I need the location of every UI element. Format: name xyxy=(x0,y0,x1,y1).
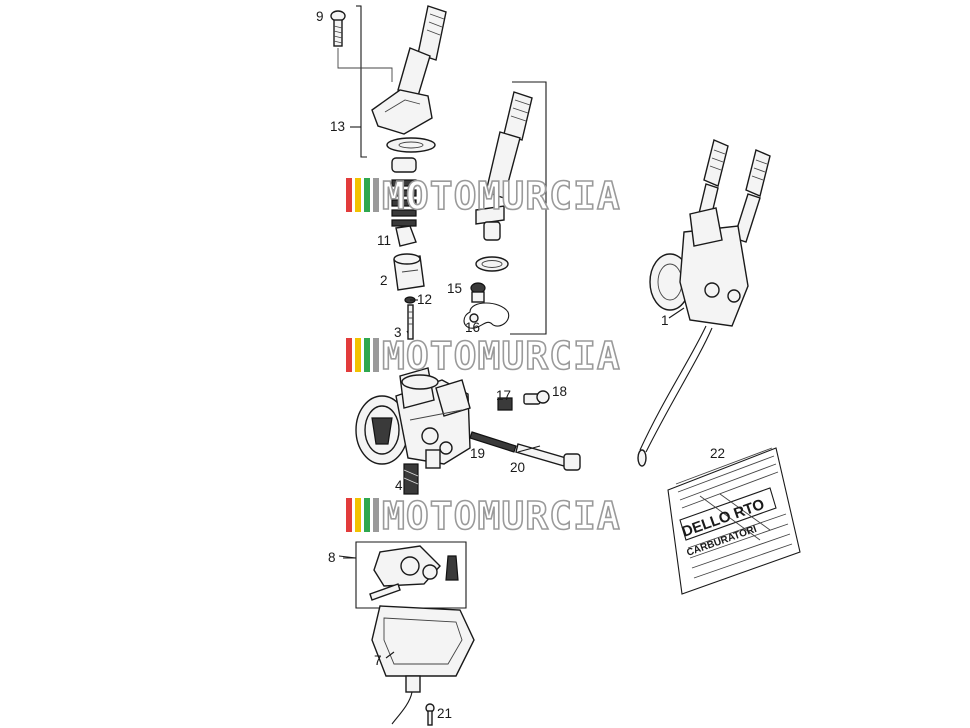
watermark-stripe xyxy=(355,178,361,212)
callout-11: 11 xyxy=(377,233,391,248)
screw-part-9 xyxy=(330,10,393,82)
callout-16: 16 xyxy=(465,320,480,335)
carburetor-body xyxy=(355,367,471,469)
callout-7: 7 xyxy=(374,653,382,668)
choke-cable-part xyxy=(475,91,533,272)
jet-part-4 xyxy=(403,463,419,495)
watermark-stripe xyxy=(373,338,379,372)
callout-17: 17 xyxy=(496,388,511,403)
callout-12: 12 xyxy=(417,292,432,307)
idle-screw-part-20 xyxy=(515,443,581,471)
watermark-stripe xyxy=(346,338,352,372)
callout-3: 3 xyxy=(394,325,402,340)
needle-part-3 xyxy=(407,304,414,340)
callout-9: 9 xyxy=(316,9,324,24)
watermark-stripe xyxy=(364,178,370,212)
watermark-text: MOTOMURCIA xyxy=(382,494,621,538)
cable-cap-part-13 xyxy=(371,5,447,153)
callout-22: 22 xyxy=(710,446,725,461)
screw-part-17 xyxy=(497,397,513,411)
watermark-bottom: MOTOMURCIA xyxy=(346,493,621,539)
repair-kit-bag-part-22 xyxy=(667,447,801,595)
callout-21: 21 xyxy=(437,706,452,721)
assembled-carburetor-part-1 xyxy=(637,139,771,467)
watermark-stripe xyxy=(355,338,361,372)
watermark-top: MOTOMURCIA xyxy=(346,173,621,219)
watermark-stripe xyxy=(346,498,352,532)
callout-20: 20 xyxy=(510,460,525,475)
watermark-stripe xyxy=(373,178,379,212)
float-bowl-part-7 xyxy=(371,605,475,725)
watermark-text: MOTOMURCIA xyxy=(382,334,621,378)
screw-part-18 xyxy=(523,390,550,405)
watermark-stripe xyxy=(364,338,370,372)
throttle-slide-part-2 xyxy=(393,253,425,291)
bracket-15-16 xyxy=(510,81,547,335)
callout-1: 1 xyxy=(661,313,669,328)
bracket-13 xyxy=(350,5,367,158)
callout-4: 4 xyxy=(395,478,403,493)
callout-2: 2 xyxy=(380,273,388,288)
spring-part xyxy=(391,157,417,247)
callout-15: 15 xyxy=(447,281,462,296)
choke-lever-part-16 xyxy=(463,302,510,329)
callout-18: 18 xyxy=(552,384,567,399)
watermark-middle: MOTOMURCIA xyxy=(346,333,621,379)
callout-8: 8 xyxy=(328,550,336,565)
watermark-stripe xyxy=(373,498,379,532)
watermark-text: MOTOMURCIA xyxy=(382,174,621,218)
watermark-stripe xyxy=(364,498,370,532)
callout-leaders xyxy=(338,299,685,659)
callout-13: 13 xyxy=(330,119,345,134)
watermark-stripe xyxy=(346,178,352,212)
spring-part-19 xyxy=(469,431,517,453)
screw-part-21 xyxy=(425,703,435,726)
watermark-stripe xyxy=(355,498,361,532)
choke-plunger-part-15 xyxy=(470,282,486,303)
float-part-8 xyxy=(369,545,459,601)
callout-19: 19 xyxy=(470,446,485,461)
